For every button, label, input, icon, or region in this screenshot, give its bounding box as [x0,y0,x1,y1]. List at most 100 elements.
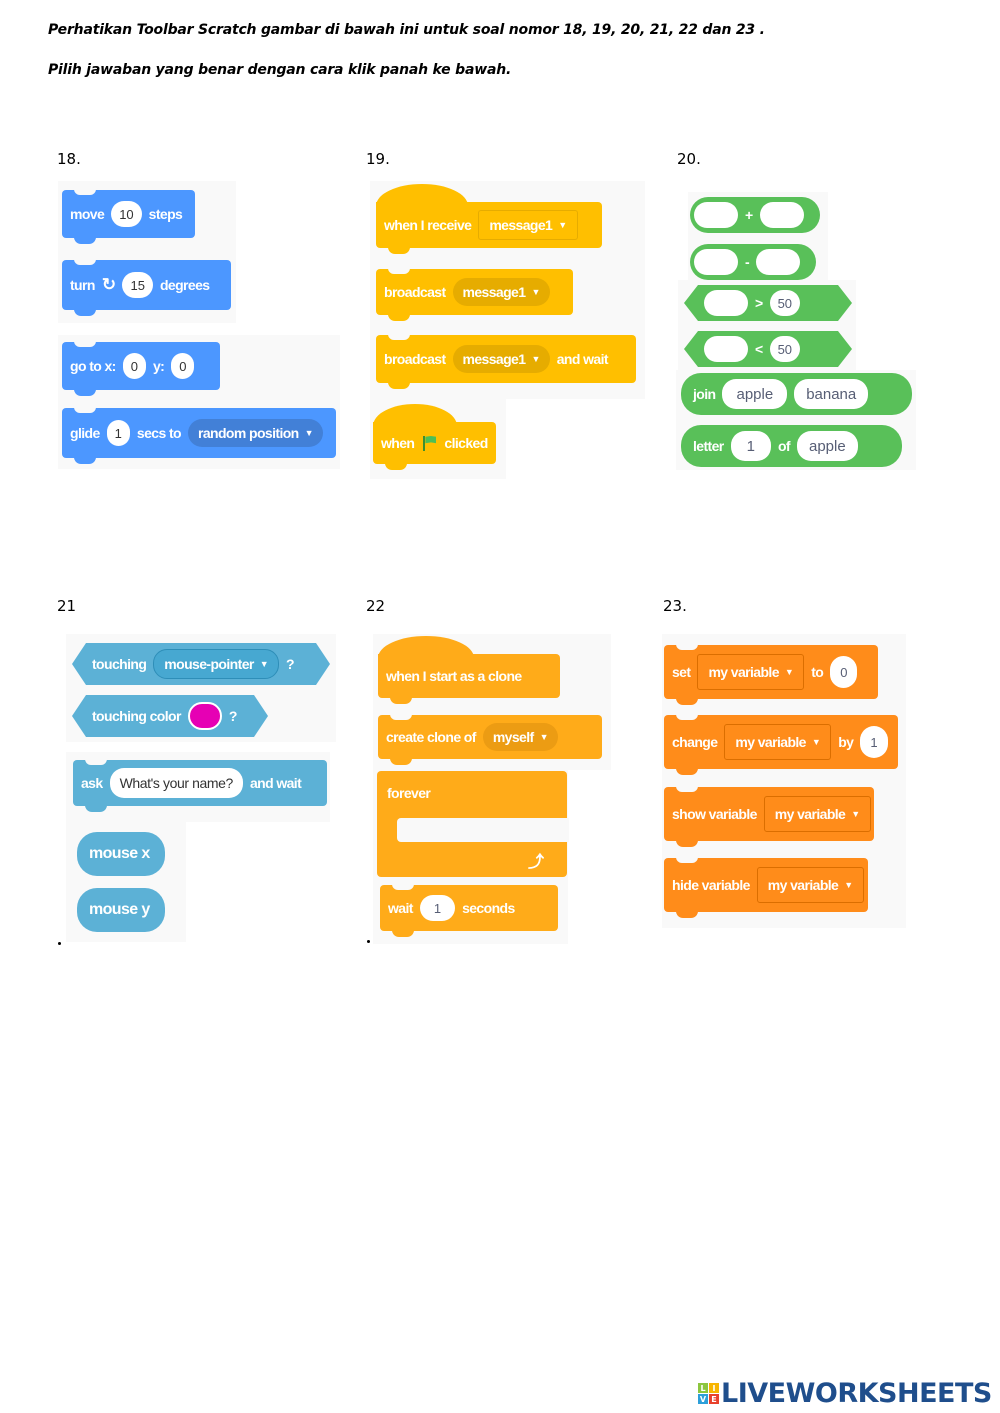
glide-block[interactable]: glide 1 secs to random position ▼ [62,407,336,464]
letter-index-input[interactable]: 1 [730,431,771,461]
seconds-input[interactable]: 1 [419,895,456,921]
operand-b-input[interactable]: 50 [770,336,800,362]
touching-object-block[interactable]: touching mouse-pointer ▼ ? [72,643,330,685]
question-number-18: 18. [57,150,81,168]
caret-down-icon: ▼ [259,659,269,669]
dropdown-value: my variable [767,877,839,893]
instruction-line-1: Perhatikan Toolbar Scratch gambar di baw… [48,22,765,38]
y-input[interactable]: 0 [171,353,195,379]
clone-target-dropdown[interactable]: myself ▼ [482,723,558,751]
message-dropdown[interactable]: message1 ▼ [452,278,550,306]
block-label: change [672,734,718,750]
operand-a-input[interactable] [694,202,738,228]
broadcast-block[interactable]: broadcast message1 ▼ [376,268,573,321]
question-number-20: 20. [677,150,701,168]
block-label: move [70,206,105,222]
caret-down-icon: ▼ [531,287,540,297]
lt-operator: < [755,341,763,357]
less-than-block[interactable]: < 50 [684,331,852,367]
plus-operator: + [745,207,753,223]
variable-dropdown[interactable]: my variable ▼ [697,654,805,690]
operand-a-input[interactable] [704,336,748,362]
hide-variable-block[interactable]: hide variable my variable ▼ [664,857,868,918]
show-variable-block[interactable]: show variable my variable ▼ [664,786,874,847]
logo-letter: V [698,1394,708,1404]
block-label: clicked [444,435,488,451]
subtract-operator-block[interactable]: - [690,244,816,280]
join-text-a-input[interactable]: apple [722,379,788,409]
minus-operator: - [745,254,750,270]
block-label: when I receive [384,217,472,233]
add-operator-block[interactable]: + [690,197,820,233]
set-value-input[interactable]: 0 [830,656,858,688]
when-i-receive-block[interactable]: when I receive message1 ▼ [376,184,602,254]
block-label: touching [92,656,147,672]
x-input[interactable]: 0 [122,353,146,379]
change-value-input[interactable]: 1 [860,726,888,758]
dropdown-value: myself [492,729,534,745]
caret-down-icon: ▼ [784,667,794,677]
caret-down-icon: ▼ [811,737,821,747]
operand-b-input[interactable]: 50 [770,290,800,316]
letter-text-input[interactable]: apple [797,431,858,461]
create-clone-block[interactable]: create clone of myself ▼ [378,714,602,765]
operand-a-input[interactable] [704,290,748,316]
block-label: degrees [159,277,210,293]
broadcast-and-wait-block[interactable]: broadcast message1 ▼ and wait [376,334,636,389]
dropdown-value: mouse-pointer [164,656,254,672]
block-label: turn [70,277,95,293]
when-start-as-clone-block[interactable]: when I start as a clone [378,636,560,704]
letter-of-block[interactable]: letter 1 of apple [681,425,902,467]
wait-seconds-block[interactable]: wait 1 seconds [380,884,558,937]
secs-input[interactable]: 1 [106,420,130,446]
steps-input[interactable]: 10 [111,201,142,227]
join-text-b-input[interactable]: banana [794,379,869,409]
ask-question-input[interactable]: What's your name? [109,768,243,798]
caret-down-icon: ▼ [851,809,860,819]
join-block[interactable]: join apple banana [681,373,912,415]
block-label: by [838,734,854,750]
greater-than-block[interactable]: > 50 [684,285,852,321]
ask-and-wait-block[interactable]: ask What's your name? and wait [73,759,327,812]
caret-down-icon: ▼ [558,220,567,230]
variable-dropdown[interactable]: my variable ▼ [763,796,871,832]
message-dropdown[interactable]: message1 ▼ [478,210,578,240]
color-swatch-picker[interactable] [188,702,222,730]
question-number-23: 23. [663,597,687,615]
block-label: broadcast [384,284,446,300]
block-label: y: [152,358,165,374]
dropdown-value: random position [197,425,299,441]
block-label: create clone of [386,729,476,745]
operand-b-input[interactable] [759,202,804,228]
logo-letter: I [709,1383,719,1393]
turn-degrees-block[interactable]: turn ↻ 15 degrees [62,259,231,316]
set-variable-block[interactable]: set my variable ▼ to 0 [664,644,878,705]
mouse-x-reporter[interactable]: mouse x [77,832,165,876]
when-flag-clicked-block[interactable]: when clicked [373,404,496,470]
caret-down-icon: ▼ [531,354,540,364]
block-label: letter [693,438,724,454]
touching-color-block[interactable]: touching color ? [72,695,268,737]
mouse-y-reporter[interactable]: mouse y [77,888,165,932]
message-dropdown[interactable]: message1 ▼ [452,345,550,373]
position-dropdown[interactable]: random position ▼ [187,419,323,447]
change-variable-block[interactable]: change my variable ▼ by 1 [664,714,898,775]
degrees-input[interactable]: 15 [122,272,153,298]
dropdown-value: message1 [462,284,527,300]
move-steps-block[interactable]: move 10 steps [62,189,195,244]
operand-b-input[interactable] [756,249,801,275]
goto-xy-block[interactable]: go to x: 0 y: 0 [62,341,220,396]
question-mark: ? [286,656,294,672]
dropdown-value: message1 [462,351,527,367]
question-number-19: 19. [366,150,390,168]
block-label: when [381,435,415,451]
caret-down-icon: ▼ [304,428,314,438]
block-label: broadcast [384,351,446,367]
block-label: of [777,438,791,454]
operand-a-input[interactable] [694,249,738,275]
gt-operator: > [755,295,763,311]
variable-dropdown[interactable]: my variable ▼ [756,867,864,903]
live-cube-icon: L I V E [698,1383,719,1404]
variable-dropdown[interactable]: my variable ▼ [724,724,832,760]
touching-target-dropdown[interactable]: mouse-pointer ▼ [153,649,279,679]
